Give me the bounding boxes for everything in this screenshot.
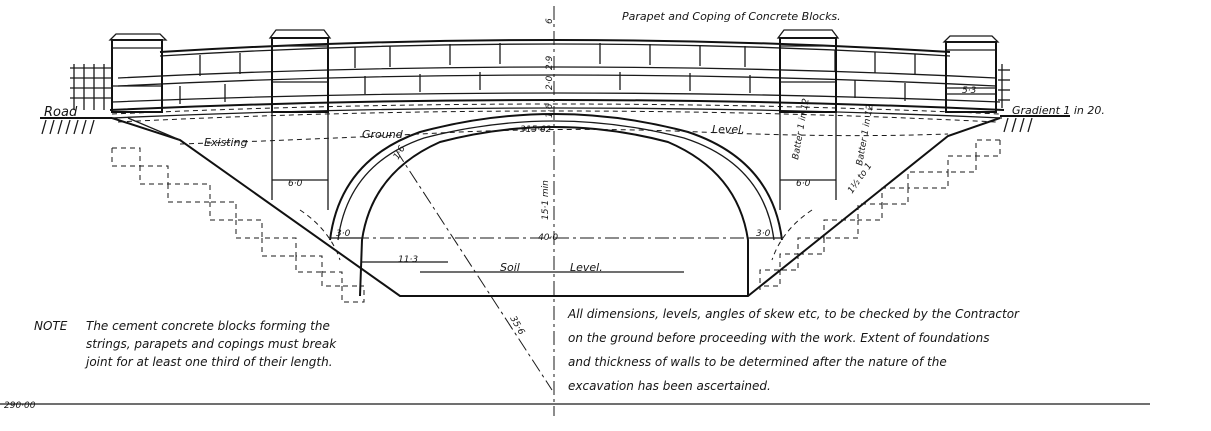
arch-thickness-label: 1·6 (392, 144, 408, 162)
pier-width-left: 6·0 (288, 179, 303, 189)
road-lines (40, 115, 1070, 135)
note-line-2: strings, parapets and copings must break (86, 337, 337, 351)
instructions-line-2: on the ground before proceeding with the… (568, 331, 989, 345)
svg-text:2·0: 2·0 (545, 75, 555, 90)
drawing-title: Parapet and Coping of Concrete Blocks. (622, 10, 841, 23)
existing-label: Existing (204, 136, 248, 149)
page-number: 290·00 (4, 401, 36, 411)
existing-ground-line (179, 128, 949, 145)
instructions-line-4: excavation has been ascertained. (568, 379, 771, 393)
pier-width-right: 6·0 (796, 179, 811, 189)
offset-left: 3·0 (336, 229, 351, 239)
batter-label-1: Batter 1 in 12 (791, 98, 812, 161)
parapet-end-dimension: 5·3 (962, 86, 977, 96)
parapet (109, 39, 1005, 123)
arch (299, 113, 813, 297)
note-heading: NOTE (34, 319, 68, 333)
soil-label: Soil (500, 261, 520, 274)
svg-text:315·62: 315·62 (520, 125, 552, 135)
span-dimensions (272, 179, 836, 273)
note-line-1: The cement concrete blocks forming the (86, 319, 330, 333)
half-span-dimension: 11·3 (398, 255, 418, 265)
offset-right: 3·0 (756, 229, 771, 239)
ground-label: Ground (362, 128, 404, 141)
instructions-line-3: and thickness of walls to be determined … (568, 355, 947, 369)
road-label: Road (44, 105, 78, 120)
gradient-label: Gradient 1 in 20. (1012, 104, 1105, 117)
span-dimension: 40·0 (538, 233, 558, 243)
level-label: Level. (712, 123, 745, 136)
fences (70, 64, 1010, 110)
svg-text:15·1 min: 15·1 min (541, 180, 551, 220)
wing-walls (111, 112, 1001, 303)
instructions-line-1: All dimensions, levels, angles of skew e… (567, 307, 1020, 321)
parapet-pillars (108, 29, 1000, 113)
skew-line (395, 149, 553, 391)
svg-text:1·6: 1·6 (545, 103, 555, 118)
svg-text:2·9: 2·9 (545, 55, 555, 70)
crown-dimensions: 6 2·9 2·0 1·6 315·62 15·1 min (520, 18, 555, 220)
soil-level-label: Level. (570, 261, 603, 274)
note-line-3: joint for at least one third of their le… (84, 355, 333, 369)
svg-text:6: 6 (545, 18, 555, 24)
